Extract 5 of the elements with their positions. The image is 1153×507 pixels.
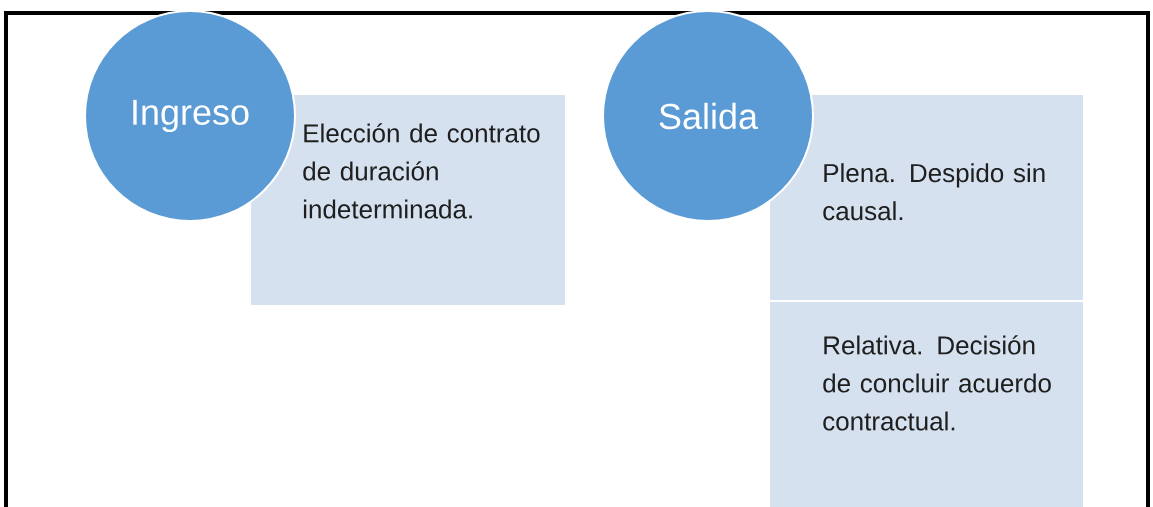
text-box: Elección de contrato de duración indeterminada. <box>251 95 565 305</box>
text-box: Plena. Despido sin causal. <box>770 95 1083 300</box>
text-box: Relativa. Decisión de concluir acuerdo contractual. <box>770 302 1083 507</box>
node-label: Relativa. Decisión de concluir acuerdo contractual. <box>823 335 1051 431</box>
node-label: Plena. Despido sin causal. <box>823 163 1045 221</box>
